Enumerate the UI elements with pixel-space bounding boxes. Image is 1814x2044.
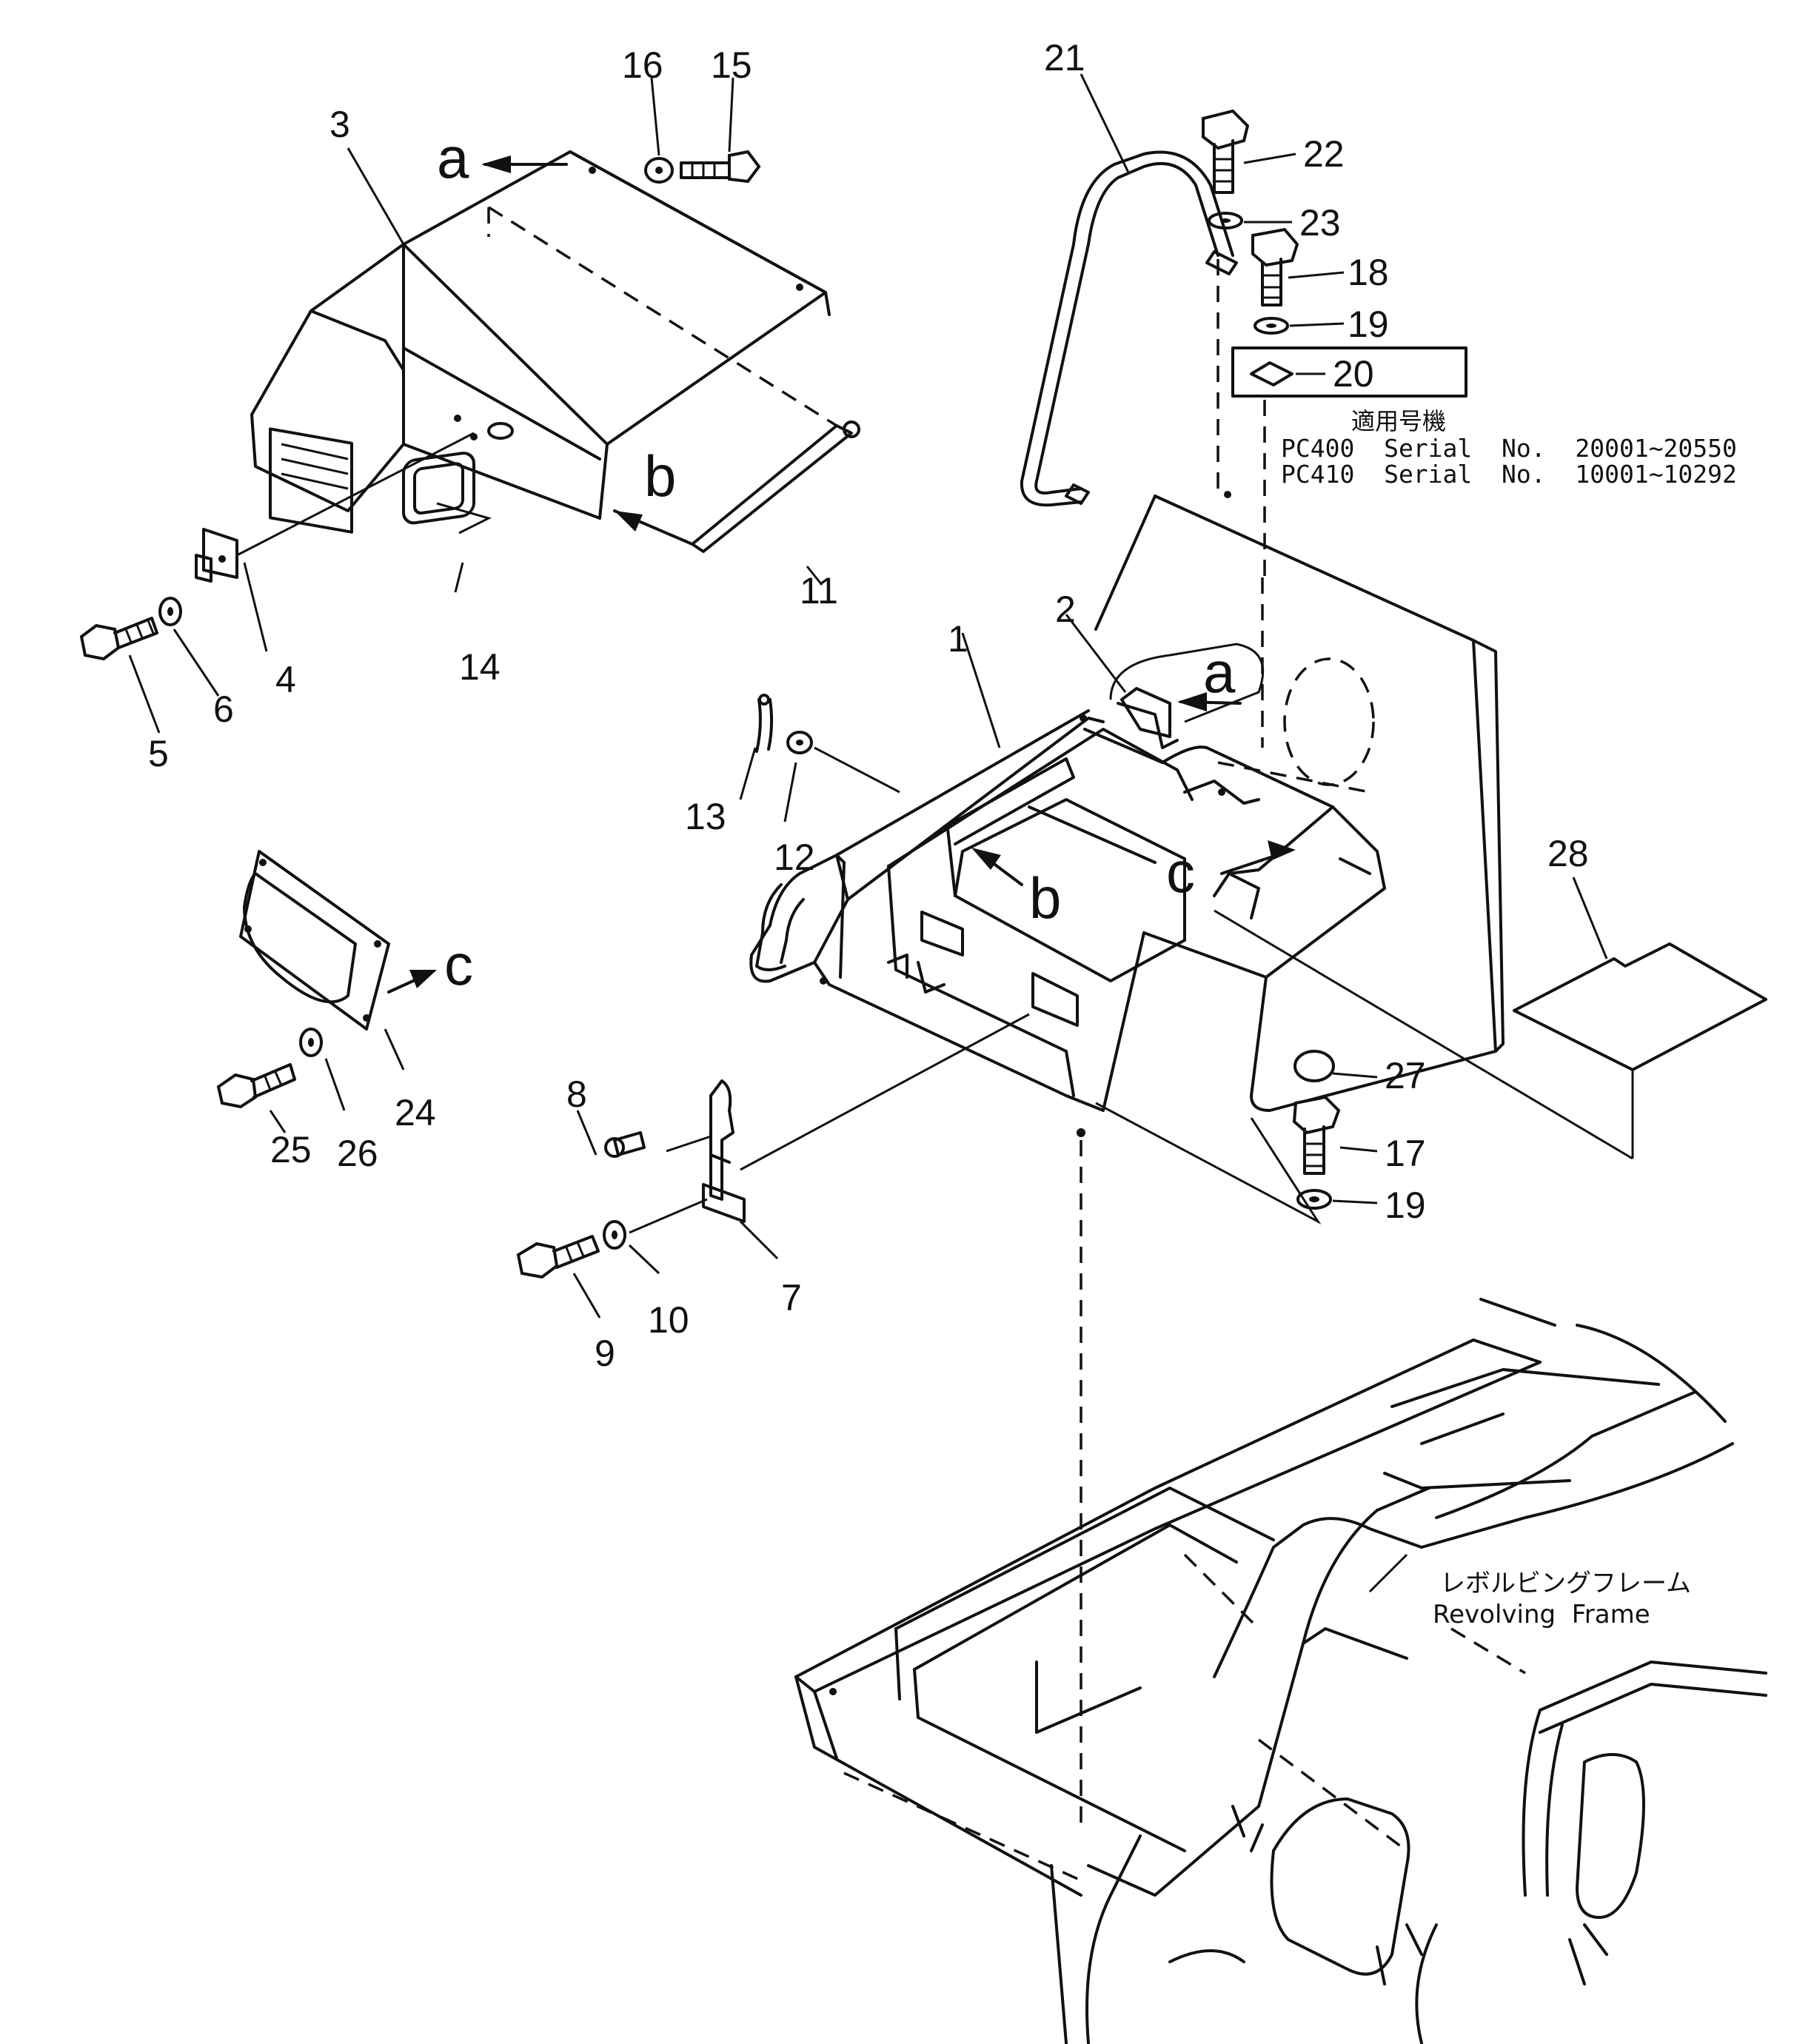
washer-part-16 (644, 157, 674, 184)
label-part-8: 8 (566, 1073, 587, 1115)
label-part-16: 16 (622, 44, 663, 86)
label-part-22: 22 (1303, 133, 1345, 175)
rod-part-11 (691, 420, 860, 553)
pin-part-8 (604, 1131, 646, 1158)
label-part-27: 27 (1385, 1055, 1426, 1096)
label-part-9: 9 (595, 1333, 615, 1374)
label-part-11: 11 (800, 570, 838, 611)
label-part-13: 13 (685, 796, 726, 837)
labels: 1 2 3 4 5 6 7 8 9 10 11 12 13 14 15 16 1… (148, 37, 1737, 1629)
label-part-17: 17 (1385, 1133, 1426, 1174)
label-part-21: 21 (1044, 37, 1085, 78)
ref-letter-b-box: b (1029, 865, 1061, 931)
label-part-25: 25 (270, 1129, 312, 1170)
washer-part-19-lower (1296, 1189, 1332, 1210)
label-part-4: 4 (275, 659, 296, 700)
label-part-19-upper: 19 (1348, 304, 1389, 345)
applicability-line-1: PC400 Serial No. 20001~20550 (1281, 434, 1737, 463)
label-part-20: 20 (1333, 353, 1374, 395)
bolt-part-17 (1292, 1095, 1341, 1175)
revolving-frame (794, 1298, 1767, 2044)
latch-part-7 (629, 1013, 1030, 1234)
label-part-1: 1 (948, 618, 968, 660)
arrow-b-left (613, 509, 694, 546)
label-part-15: 15 (711, 44, 752, 86)
label-part-12: 12 (774, 837, 815, 878)
label-part-24: 24 (395, 1092, 436, 1133)
label-part-19-lower: 19 (1385, 1184, 1426, 1226)
label-part-10: 10 (648, 1299, 689, 1341)
bolt-part-25 (216, 1063, 296, 1109)
label-part-28: 28 (1547, 833, 1589, 874)
bolt-part-18 (1251, 227, 1299, 306)
bolt-part-15 (680, 150, 761, 184)
label-part-14: 14 (459, 646, 501, 688)
applicability-heading: 適用号機 (1351, 407, 1446, 435)
frame-label-japanese: レボルビングフレーム (1440, 1569, 1691, 1598)
washer-part-6 (158, 597, 182, 626)
label-part-3: 3 (329, 104, 350, 145)
clip-part-13 (755, 694, 774, 753)
applicability-line-2: PC410 Serial No. 10001~10292 (1281, 460, 1737, 489)
label-part-23: 23 (1299, 202, 1341, 244)
washer-part-12 (786, 731, 900, 794)
washer-part-19-upper (1254, 317, 1289, 335)
part-20-box (1231, 346, 1467, 398)
frame-label-english: Revolving Frame (1433, 1600, 1650, 1629)
bolt-part-22 (1202, 109, 1250, 194)
ref-letter-b-cover: b (644, 443, 676, 509)
arrow-c-left (387, 970, 437, 993)
label-part-18: 18 (1348, 252, 1389, 293)
washer-part-23 (1208, 212, 1243, 229)
label-part-26: 26 (337, 1133, 378, 1174)
ref-letter-a-cover: a (437, 125, 469, 190)
arrow-b-right (971, 848, 1023, 886)
label-part-6: 6 (213, 688, 234, 730)
ref-letter-c-box: c (1166, 840, 1195, 905)
arrow-a-left (481, 155, 568, 173)
hinge-part-2 (1109, 643, 1265, 738)
main-box-part-1 (749, 491, 1505, 1137)
cap-part-27 (1293, 1050, 1335, 1082)
washer-part-10 (603, 1220, 626, 1250)
bolt-part-9 (516, 1235, 600, 1279)
grommet-part-14 (402, 452, 492, 535)
bolt-part-5 (79, 617, 158, 661)
label-part-5: 5 (148, 733, 169, 774)
ref-letter-c-fan: c (444, 932, 473, 997)
cover-part-3 (250, 150, 837, 534)
arrow-c-right (1220, 840, 1296, 875)
plate-part-28 (1513, 942, 1767, 1071)
label-part-2: 2 (1055, 589, 1076, 630)
washer-part-26 (299, 1028, 323, 1057)
handrail-part-21 (1020, 150, 1238, 507)
label-part-7: 7 (781, 1277, 802, 1318)
bracket-part-4 (195, 432, 475, 583)
fan-part-24 (239, 850, 390, 1031)
leader-lines (128, 73, 1634, 1829)
arrow-a-right (1177, 692, 1242, 711)
ref-letter-a-box: a (1203, 640, 1236, 705)
